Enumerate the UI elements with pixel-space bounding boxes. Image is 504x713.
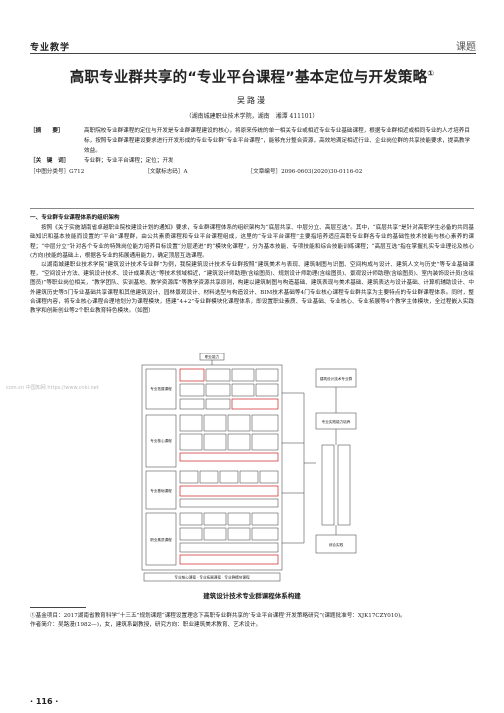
abstract-label: ［摘 要］ <box>30 128 64 134</box>
bottom-row <box>143 572 281 582</box>
abstract-text: 高职院校专业群课程的定位与开发是专业群课程建设的核心，将原来传统的单一相关专业或… <box>84 128 471 154</box>
author-name: 吴路漫 <box>237 96 267 105</box>
figure-caption: 建筑设计技术专业群课程体系构建 <box>203 592 301 600</box>
journal-name: 专业教学 <box>30 43 71 53</box>
column-tag: 课题 <box>456 42 476 53</box>
layer-vocational-quality: 职业素质课程 <box>145 512 279 566</box>
layer-professional-extension: 专业拓展课程 <box>145 368 279 410</box>
svg-text:专业拓展课程: 专业拓展课程 <box>150 386 172 391</box>
top-label: 职业能力 <box>205 354 220 359</box>
document-code: ［文献标志码］A <box>144 169 188 175</box>
keywords-text: 专业群；专业平台课程；定位；开发 <box>84 158 174 164</box>
page-number: · 116 · <box>30 697 59 706</box>
layer-professional-core: 专业核心课程 <box>145 414 279 468</box>
header-rule <box>30 53 476 54</box>
paragraph-2: 以湖南城建职业技术学院“建筑设计技术专业群”为例，我院建筑设计技术专业群按照“建… <box>30 262 474 315</box>
article-title: 高职专业群共享的“专业平台课程”基本定位与开发策略① <box>69 69 435 86</box>
footnotes: ①基金项目：2017湖南省教育科学“十三五”规划课题“课程设置理念下高职专业群共… <box>30 612 474 630</box>
svg-text:专业核心课程: 专业核心课程 <box>150 438 172 443</box>
affiliation: （湖南城建职业技术学院，湖南 湘潭 411101） <box>185 113 319 120</box>
footnote-fund: ①基金项目：2017湖南省教育科学“十三五”规划课题“课程设置理念下高职专业群共… <box>30 613 406 619</box>
article-number: ［文章编号］2096-0603(2020)30-0116-02 <box>247 169 363 175</box>
watermark: com.cn 中国知网 https://www.cnki.net <box>6 385 99 391</box>
keywords-label: ［关 键 词］ <box>30 158 70 164</box>
meta-rule <box>30 208 474 209</box>
title-footnote-mark: ① <box>427 69 435 79</box>
svg-text:专业实践能力培养: 专业实践能力培养 <box>322 419 351 424</box>
svg-text:专业基础课程: 专业基础课程 <box>150 488 172 493</box>
section-heading: 一、专业群专业课程体系的组织架构 <box>30 215 120 221</box>
svg-text:职业素质课程: 职业素质课程 <box>150 537 172 542</box>
body-text: 一、专业群专业课程体系的组织架构 按照《关于实施湖南省卓越职业院校建设计划的通知… <box>30 214 474 316</box>
abstract-block: ［摘 要］ 高职院校专业群课程的定位与开发是专业群课程建设的核心，将原来传统的单一… <box>30 126 474 177</box>
curriculum-diagram: 职业能力 专业拓展课程 专业核心课程 专业基础课程 职业素质课程 建筑设计 <box>141 353 357 582</box>
clc-number: ［中图分类号］G712 <box>30 169 85 175</box>
footnote-author: 作者简介：吴路漫(1982—)，女，建筑系副教授，研究方向：职业建筑美术教育、艺… <box>30 622 262 629</box>
footnote-rule <box>30 607 86 608</box>
svg-text:建筑设计技术专业群: 建筑设计技术专业群 <box>320 376 353 381</box>
svg-text:专业核心课程 · 专业拓展课程 · 专业群模块课程: 专业核心课程 · 专业拓展课程 · 专业群模块课程 <box>174 575 250 580</box>
layer-professional-foundation: 专业基础课程 <box>145 470 279 510</box>
svg-text:综合实践: 综合实践 <box>329 542 344 547</box>
paragraph-1: 按照《关于实施湖南省卓越职业院校建设计划的通知》要求，专业群课程体系的组织架构为… <box>30 225 474 259</box>
